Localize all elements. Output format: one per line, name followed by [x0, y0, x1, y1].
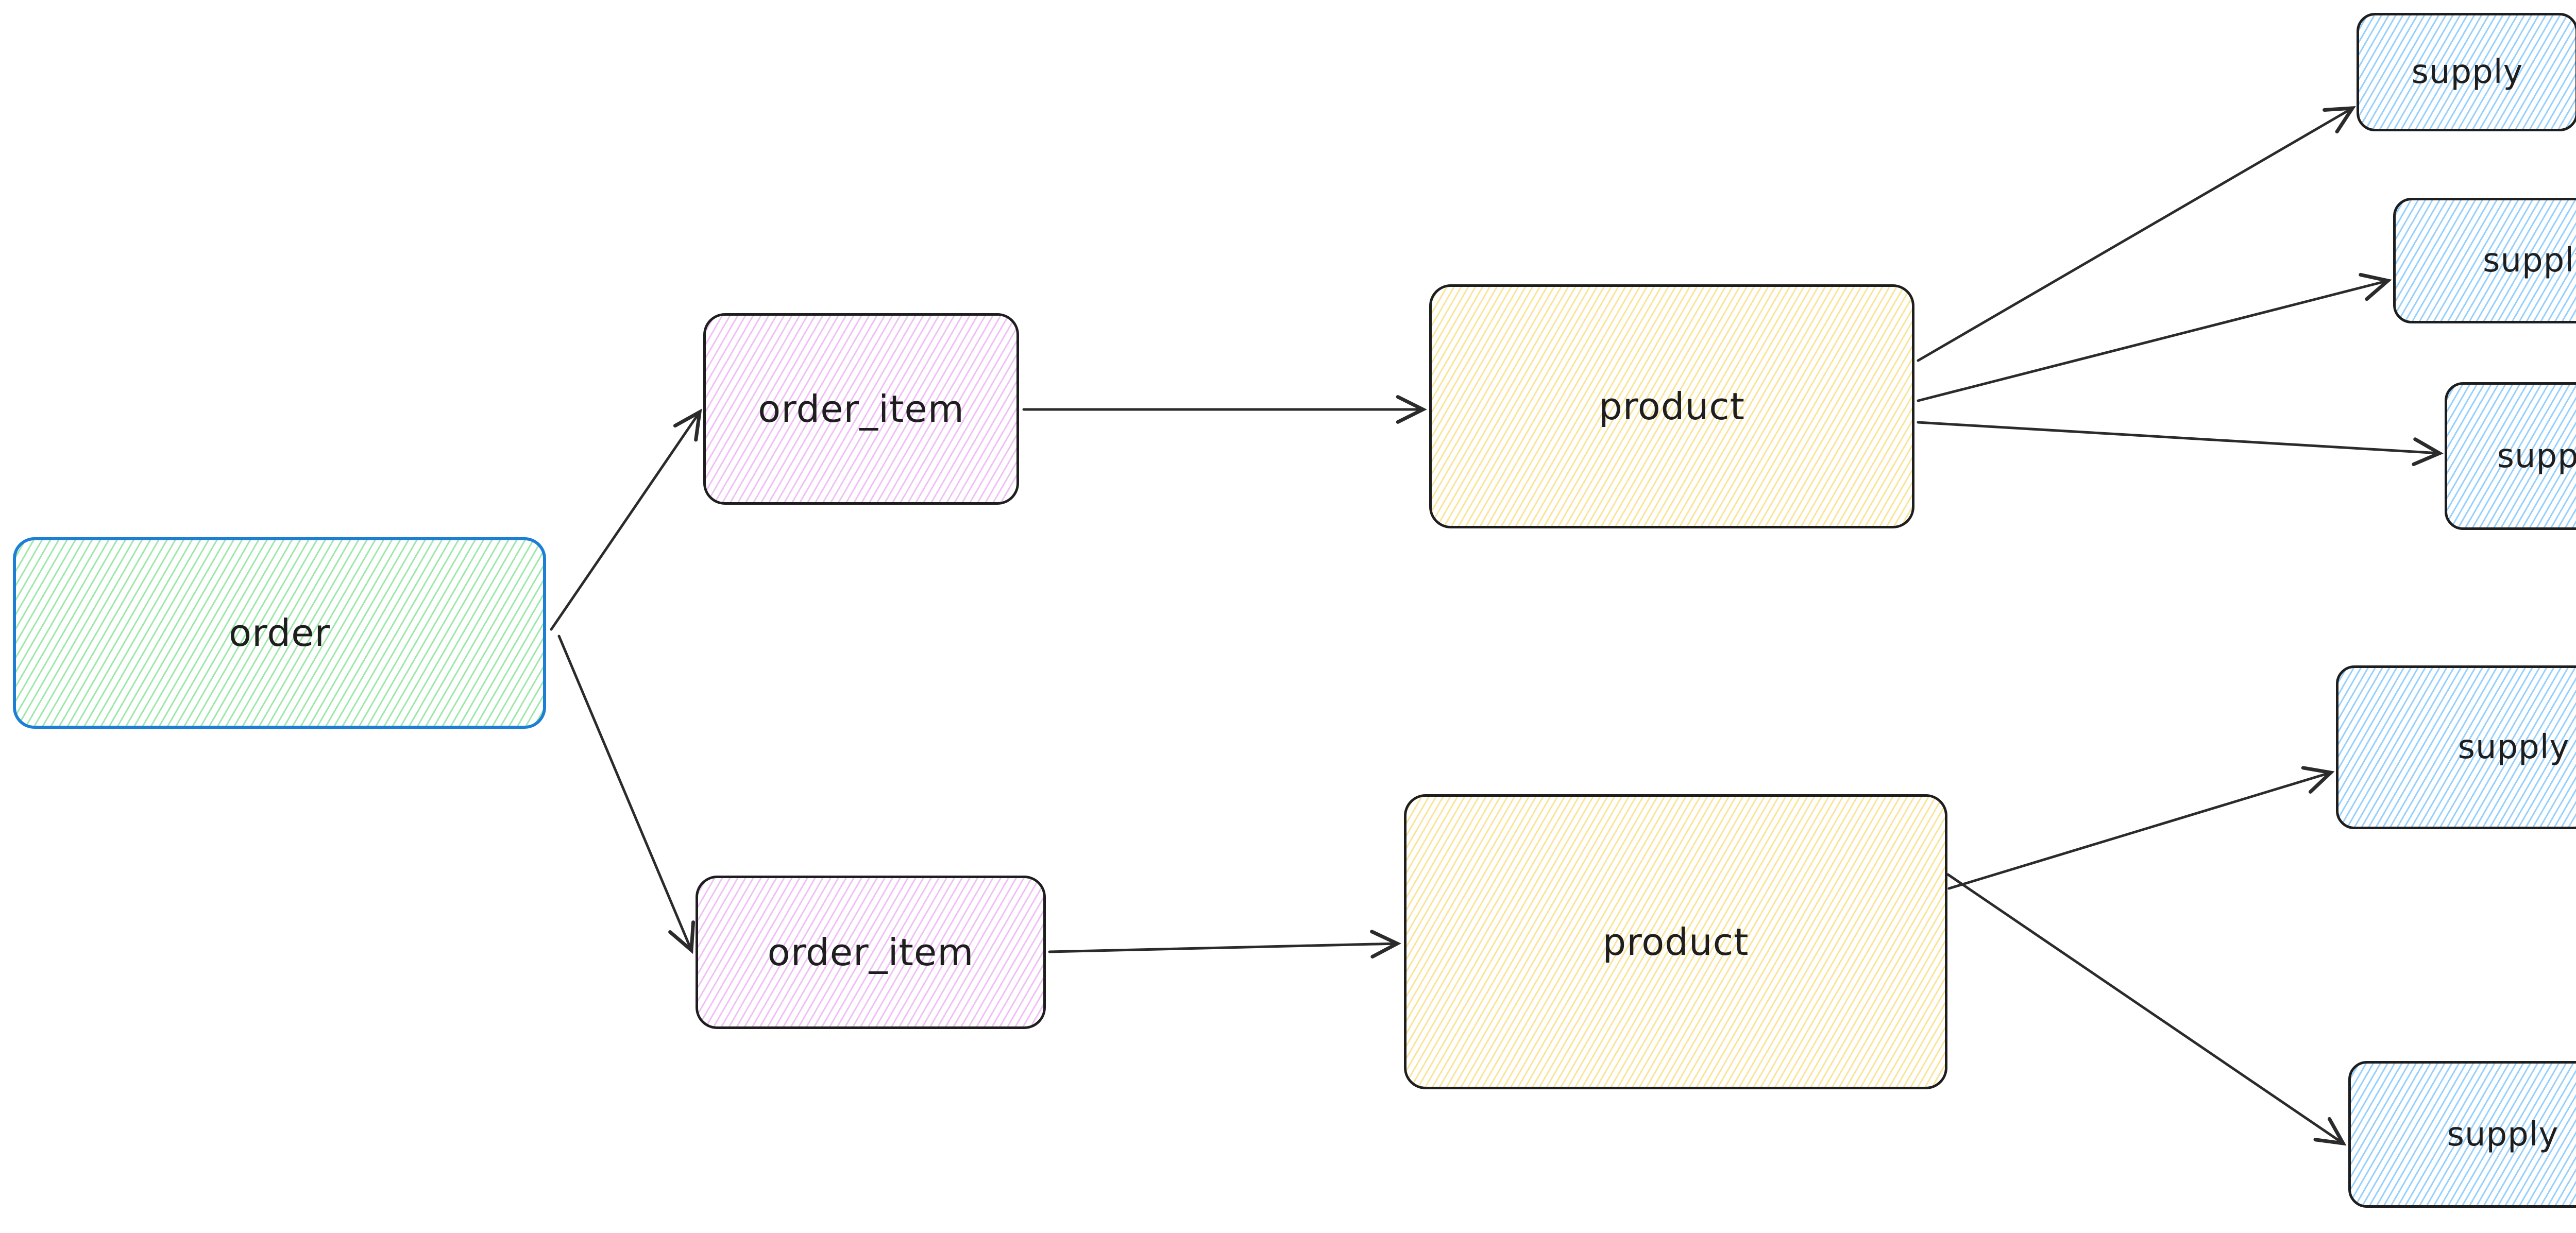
node-product-2[interactable]: product — [1404, 794, 1947, 1089]
arrow-order-item-2-to-product-2[interactable] — [1048, 930, 1401, 959]
node-supply-2-label: supply — [2483, 242, 2576, 280]
node-product-1-label: product — [1599, 385, 1745, 428]
node-supply-1[interactable]: supply — [2357, 13, 2576, 131]
node-supply-5[interactable]: supply — [2348, 1061, 2576, 1208]
arrow-product-1-to-supply-1[interactable] — [1917, 106, 2356, 362]
node-order-item-1-label: order_item — [758, 387, 964, 431]
arrow-product-1-to-supply-3[interactable] — [1917, 421, 2444, 466]
node-supply-4[interactable]: supply — [2336, 665, 2576, 829]
node-supply-4-label: supply — [2458, 728, 2570, 766]
node-supply-2[interactable]: supply — [2393, 198, 2576, 323]
node-order-item-1[interactable]: order_item — [703, 313, 1019, 505]
arrow-product-1-to-supply-2[interactable] — [1917, 272, 2392, 402]
arrow-order-to-order-item-2[interactable] — [557, 635, 696, 954]
node-order[interactable]: order — [13, 537, 546, 729]
node-supply-5-label: supply — [2447, 1115, 2559, 1154]
node-supply-1-label: supply — [2411, 53, 2523, 91]
node-supply-3-label: supply — [2497, 437, 2576, 475]
node-product-2-label: product — [1602, 920, 1749, 964]
arrow-product-2-to-supply-5[interactable] — [1946, 873, 2347, 1146]
node-product-1[interactable]: product — [1429, 284, 1914, 528]
node-order-item-2[interactable]: order_item — [696, 876, 1046, 1029]
node-order-item-2-label: order_item — [767, 931, 974, 974]
node-order-label: order — [229, 611, 330, 655]
arrow-order-to-order-item-1[interactable] — [550, 408, 702, 631]
arrow-product-2-to-supply-4[interactable] — [1947, 766, 2335, 890]
node-supply-3[interactable]: supply — [2445, 382, 2576, 530]
